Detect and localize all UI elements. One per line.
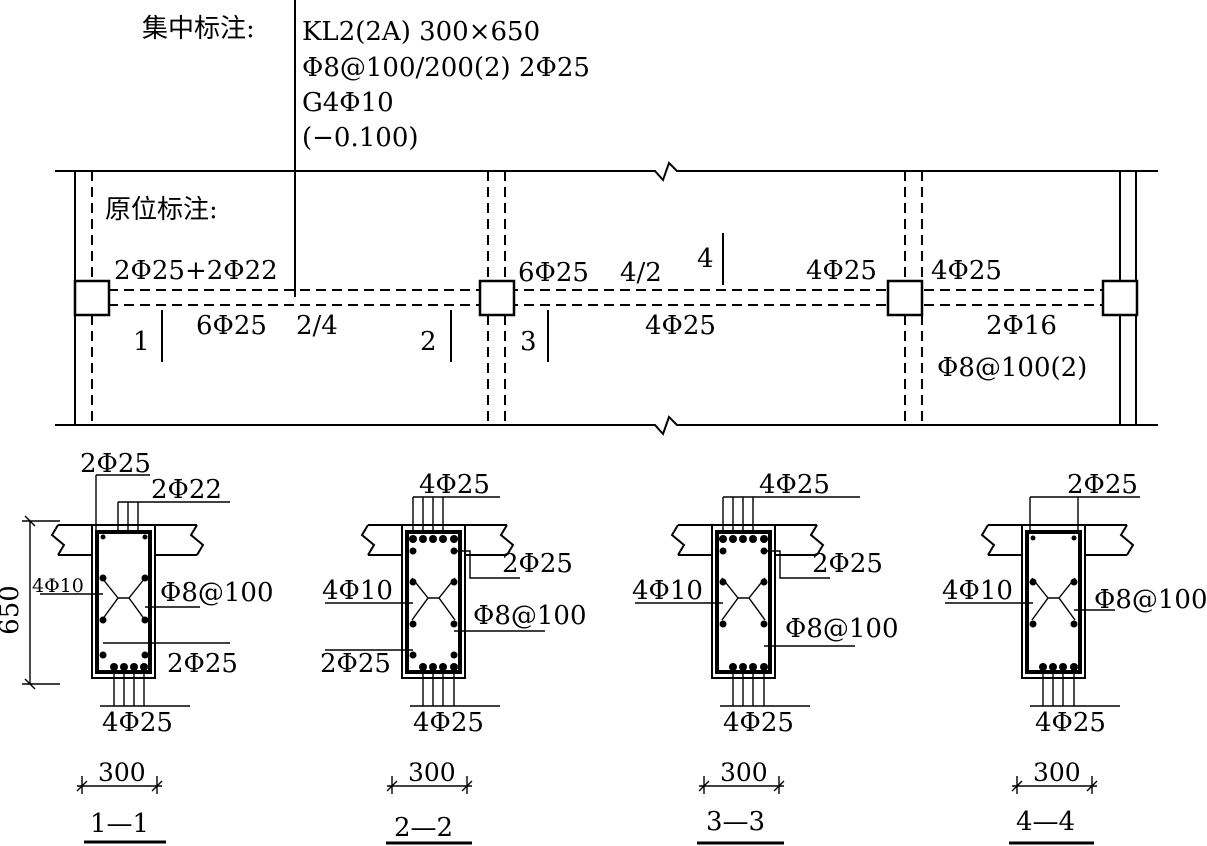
section-3-side: 4Φ10: [632, 576, 703, 606]
section-3-bottom: 4Φ25: [723, 708, 794, 738]
section-4-bottom: 4Φ25: [1035, 708, 1106, 738]
section-marker-1: 1: [133, 327, 150, 357]
beam-bottom-edge: [55, 415, 1158, 436]
section-3-top: 4Φ25: [759, 470, 830, 500]
side-bars-spec: G4Φ10: [302, 88, 394, 118]
top-left-bars: 2Φ25+2Φ22: [114, 256, 278, 286]
section-4-4: 2Φ25 4Φ10 Φ8@100 4Φ25 300 4—4: [942, 470, 1207, 845]
column-2: [478, 279, 516, 317]
section-marker-4: 4: [697, 244, 714, 274]
concentrated-label: 集中标注:: [142, 14, 255, 44]
section-1-top-b: 2Φ22: [151, 475, 222, 505]
concentrated-annotation: 集中标注: KL2(2A) 300×650 Φ8@100/200(2) 2Φ25…: [142, 0, 590, 297]
section-1-1: 650 2Φ25 2Φ22 4Φ10 Φ8@100 2Φ25 4Φ25 300 …: [0, 449, 273, 844]
section-2-top: 4Φ25: [419, 470, 490, 500]
beam-top-edge: [55, 161, 1158, 182]
section-4-width: 300: [1033, 758, 1081, 787]
column-4: [1101, 279, 1139, 317]
section-1-bottom-extra: 2Φ25: [167, 649, 238, 679]
section-2-side: 4Φ10: [322, 576, 393, 606]
section-1-side: 4Φ10: [32, 575, 84, 597]
stirrup-spec: Φ8@100/200(2) 2Φ25: [302, 53, 590, 83]
section-1-stirrup: Φ8@100: [160, 578, 273, 608]
section-1-height: 650: [0, 585, 25, 635]
beam-designation: KL2(2A) 300×650: [302, 17, 540, 47]
bottom-left-ratio: 2/4: [296, 311, 338, 341]
section-1-top-a: 2Φ25: [80, 449, 151, 479]
section-2-width: 300: [408, 758, 456, 787]
section-4-top: 2Φ25: [1067, 470, 1138, 500]
section-3-top-extra: 2Φ25: [812, 549, 883, 579]
section-2-top-extra: 2Φ25: [502, 549, 573, 579]
section-marker-2: 2: [420, 327, 437, 357]
bottom-mid-bars: 4Φ25: [645, 311, 716, 341]
section-2-stirrup: Φ8@100: [473, 601, 586, 631]
top-mid-right-bars: 4Φ25: [806, 256, 877, 286]
section-3-stirrup: Φ8@100: [785, 614, 898, 644]
bottom-left-bars: 6Φ25: [196, 311, 267, 341]
stirrup-right: Φ8@100(2): [937, 353, 1087, 383]
section-1-bottom: 4Φ25: [102, 708, 173, 738]
section-marker-3: 3: [520, 327, 537, 357]
section-4-title: 4—4: [1016, 807, 1075, 837]
top-mid-ratio: 4/2: [620, 258, 662, 288]
section-4-stirrup: Φ8@100: [1094, 585, 1207, 615]
section-1-width: 300: [98, 758, 146, 787]
section-2-bottom: 4Φ25: [413, 708, 484, 738]
column-3: [886, 279, 924, 317]
section-2-bottom-extra: 2Φ25: [320, 649, 391, 679]
top-right-bars: 4Φ25: [931, 256, 1002, 286]
column-1: [73, 279, 111, 317]
beam-plan-view: 原位标注: 2Φ25+2Φ22 6Φ25 4/2 4Φ25 4Φ25 6Φ25 …: [55, 161, 1158, 436]
section-2-2: 4Φ25 2Φ25 4Φ10 Φ8@100 2Φ25 4Φ25 300 2—2: [320, 470, 586, 845]
section-3-3: 4Φ25 2Φ25 4Φ10 Φ8@100 4Φ25 300 3—3: [632, 470, 898, 845]
section-3-width: 300: [720, 758, 768, 787]
section-2-title: 2—2: [394, 813, 453, 843]
top-mid-left-bars: 6Φ25: [518, 258, 589, 288]
section-1-title: 1—1: [90, 809, 149, 839]
elevation-offset: (−0.100): [302, 123, 419, 153]
section-4-side: 4Φ10: [942, 576, 1013, 606]
original-label: 原位标注:: [105, 195, 218, 225]
bottom-right-bars: 2Φ16: [986, 311, 1057, 341]
section-3-title: 3—3: [706, 807, 765, 837]
